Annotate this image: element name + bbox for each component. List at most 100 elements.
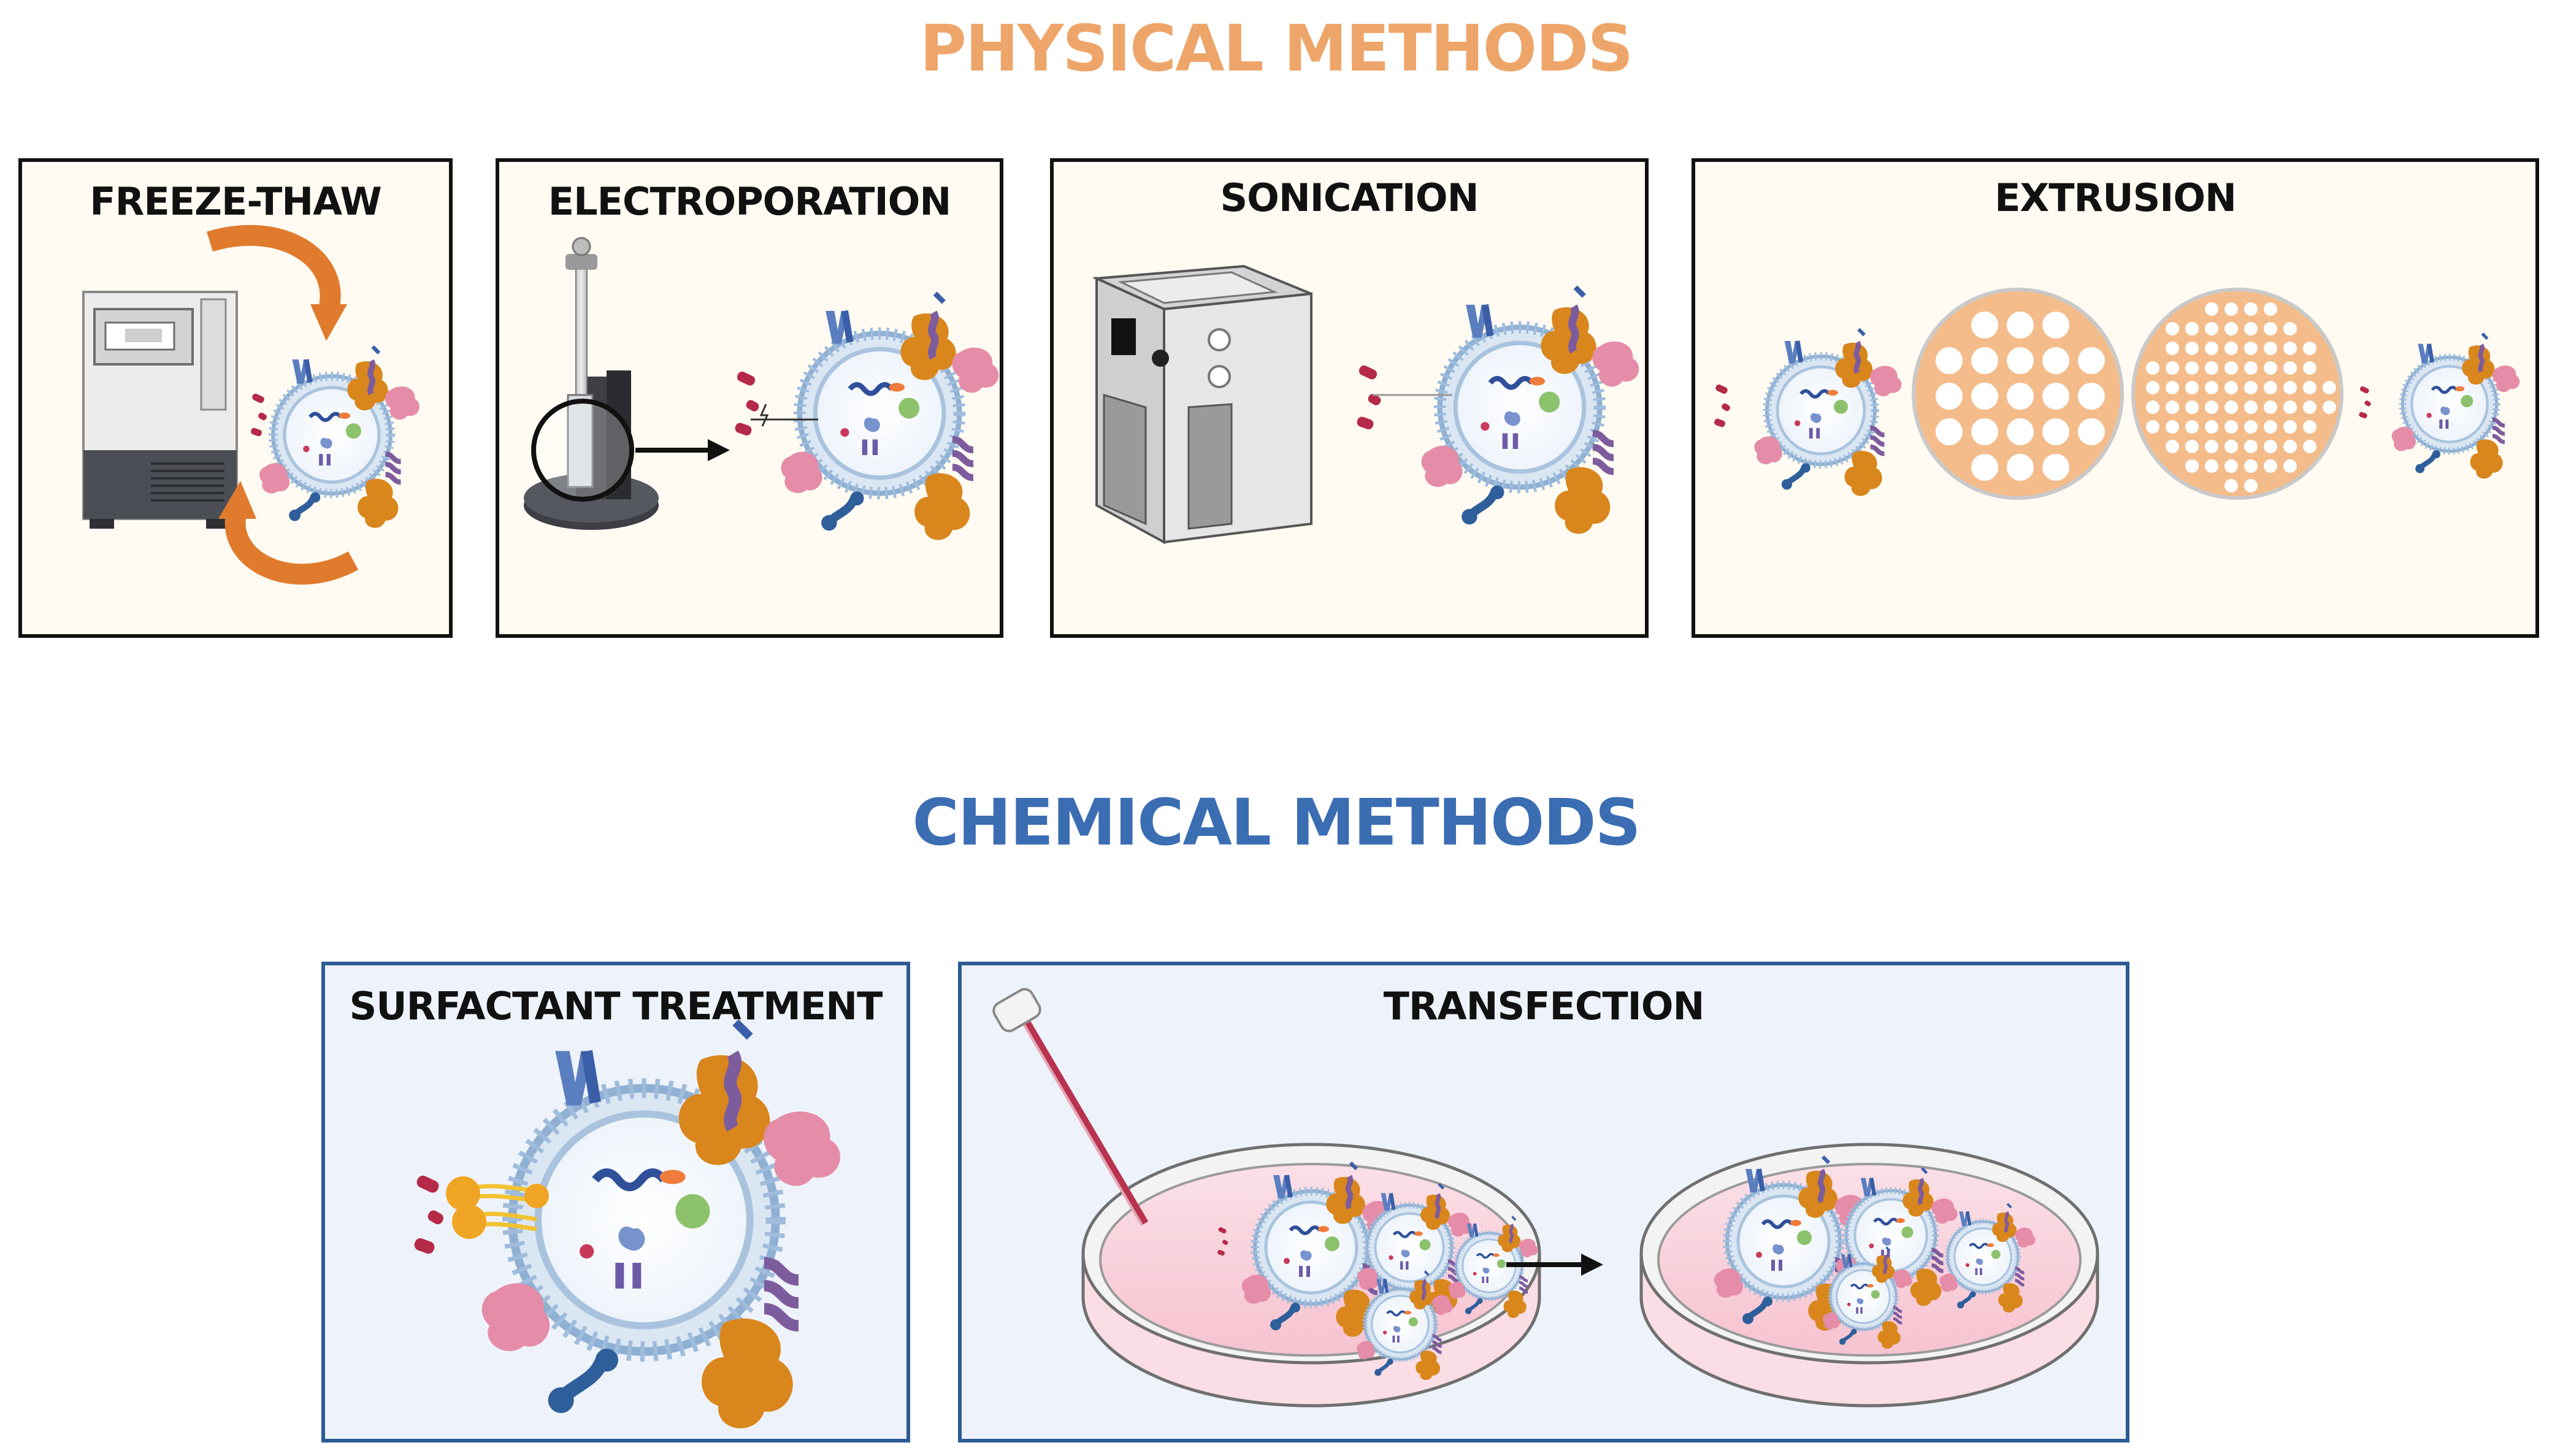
pore: [2205, 420, 2218, 434]
pore: [2166, 400, 2179, 414]
pore: [2303, 381, 2316, 394]
pore: [2205, 440, 2218, 453]
pore: [2146, 381, 2159, 394]
pore: [2007, 347, 2034, 374]
pore: [2042, 347, 2069, 374]
pore: [2283, 322, 2297, 335]
pore: [2283, 400, 2297, 414]
pore: [2078, 383, 2105, 410]
pore: [2166, 342, 2179, 355]
pore: [2166, 381, 2179, 394]
pore: [2205, 400, 2218, 414]
panel-electroporation: ELECTROPORATION: [496, 158, 1003, 638]
pore: [2146, 361, 2159, 375]
vesicle-icon: [734, 294, 998, 540]
pore: [2283, 342, 2297, 355]
panel-transfection: TRANSFECTION: [958, 962, 2129, 1443]
panel-label-surfactant-treatment: SURFACTANT TREATMENT: [349, 984, 883, 1029]
panel-label-freeze-thaw: FREEZE-THAW: [90, 179, 382, 224]
pore: [2224, 479, 2238, 492]
pore: [2283, 459, 2297, 473]
pore: [2264, 440, 2277, 453]
freezer-icon: [82, 291, 238, 529]
arrow-right-icon: [635, 439, 730, 461]
pore: [2303, 342, 2316, 355]
pore: [2224, 381, 2238, 394]
pore: [2244, 342, 2258, 355]
pore: [1971, 418, 1998, 445]
physical-methods-title: PHYSICAL METHODS: [919, 11, 1634, 86]
pore: [2224, 420, 2238, 434]
pore: [1971, 454, 1998, 481]
pore: [2224, 361, 2238, 375]
petri-dish-icon: [1081, 1143, 1541, 1408]
pore: [1936, 383, 1963, 410]
pore: [1971, 312, 1998, 339]
pore: [2042, 454, 2069, 481]
pore: [2244, 322, 2258, 335]
surfactant-icon: [446, 1176, 549, 1239]
pore: [2244, 381, 2258, 394]
pore: [2205, 381, 2218, 394]
pore: [2224, 400, 2238, 414]
pore: [2264, 302, 2277, 316]
petri-dish-icon: [1639, 1143, 2099, 1408]
pore: [2166, 420, 2179, 434]
cycle-arrows-icon: [207, 224, 359, 585]
pore: [2185, 381, 2199, 394]
vesicle-icon: [1713, 329, 1902, 496]
pore: [2224, 459, 2238, 473]
panel-label-extrusion: EXTRUSION: [1994, 175, 2237, 220]
pore: [2283, 381, 2297, 394]
pore: [2224, 322, 2238, 335]
pore: [2283, 361, 2297, 375]
membrane-filter-small-pores-icon: [2131, 288, 2343, 500]
pore: [2323, 381, 2336, 394]
membrane-filter-large-pores-icon: [1912, 288, 2124, 500]
panel-extrusion: EXTRUSION: [1692, 158, 2539, 638]
pore: [2323, 400, 2336, 414]
panel-sonication: SONICATION: [1050, 158, 1649, 638]
chemical-methods-title: CHEMICAL METHODS: [912, 785, 1641, 860]
pore: [2007, 383, 2034, 410]
arrow-right-icon: [1506, 1254, 1603, 1276]
pore: [2185, 361, 2199, 375]
pore: [2185, 420, 2199, 434]
pore: [2303, 361, 2316, 375]
pore: [1936, 347, 1963, 374]
panel-label-electroporation: ELECTROPORATION: [548, 179, 951, 224]
pore: [2224, 302, 2238, 316]
pore: [2205, 342, 2218, 355]
pore: [2007, 418, 2034, 445]
pore: [2264, 322, 2277, 335]
panel-surfactant-treatment: SURFACTANT TREATMENT: [321, 962, 910, 1443]
pore: [2303, 440, 2316, 453]
pore: [2146, 400, 2159, 414]
pore: [2283, 420, 2297, 434]
pore: [2264, 342, 2277, 355]
pore: [2264, 381, 2277, 394]
electroporator-icon: [524, 237, 659, 530]
pore: [1936, 418, 1963, 445]
pore: [2166, 361, 2179, 375]
pore: [2244, 459, 2258, 473]
vesicle-icon: [250, 347, 420, 527]
pore: [2303, 420, 2316, 434]
pore: [2205, 322, 2218, 335]
pore: [2042, 312, 2069, 339]
pore: [2166, 440, 2179, 453]
pore: [2244, 361, 2258, 375]
pore: [2007, 454, 2034, 481]
pore: [2244, 302, 2258, 316]
pore: [2185, 322, 2199, 335]
pore: [2224, 342, 2238, 355]
pore: [2303, 400, 2316, 414]
sonicator-icon: [1092, 264, 1312, 545]
pore: [2283, 440, 2297, 453]
pore: [2185, 440, 2199, 453]
pore: [2205, 459, 2218, 473]
pore: [2264, 420, 2277, 434]
pore: [2042, 383, 2069, 410]
panel-freeze-thaw: FREEZE-THAW: [18, 158, 453, 638]
pore: [1971, 383, 1998, 410]
